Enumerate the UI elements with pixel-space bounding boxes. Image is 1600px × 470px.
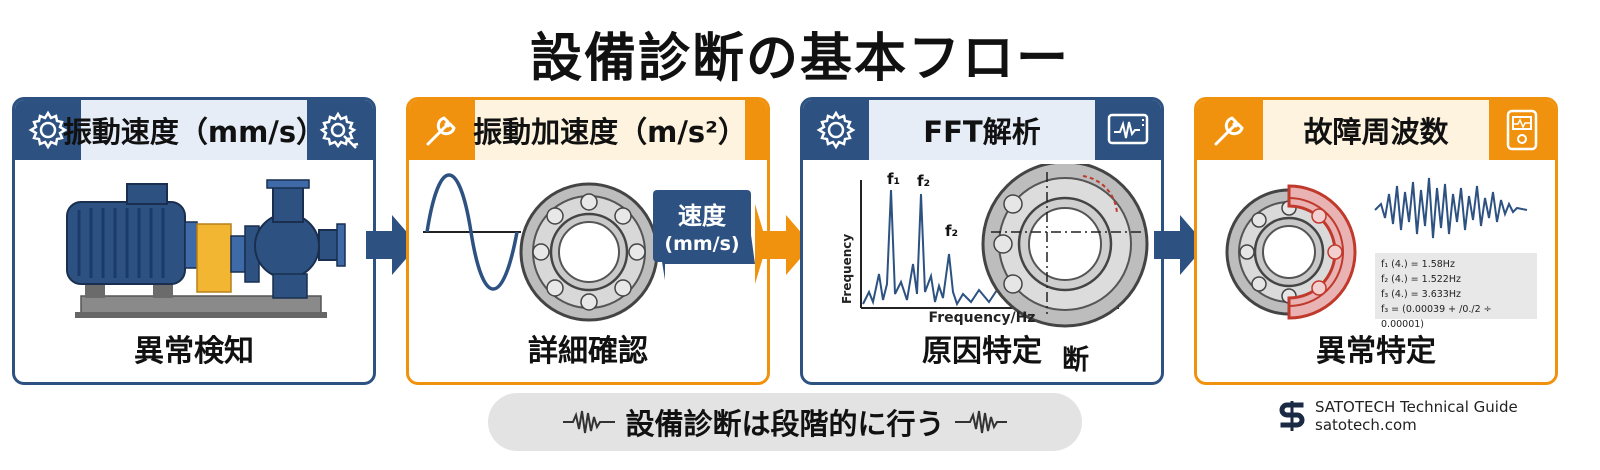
panel-header-label: 振動速度（mm/s）: [63, 100, 325, 160]
panel-label: 異常特定: [1316, 334, 1436, 369]
flow-arrow-icon: [760, 215, 812, 275]
formula-line: f₁ (4.) = 1.58Hz: [1381, 259, 1455, 270]
fft-y-label: Frequency: [840, 234, 854, 304]
waveform-icon: [563, 410, 616, 434]
flow-arrow-icon: [1154, 215, 1206, 275]
wrench-icon: [1197, 100, 1263, 160]
fft-x-label: Frequency/Hz: [928, 310, 1036, 326]
formula-box: f₁ (4.) = 1.58Hz f₂ (4.) = 1.522Hz f₃ (4…: [1375, 253, 1537, 330]
brand-url[interactable]: satotech.com: [1315, 416, 1417, 434]
panel-header: 故障周波数: [1197, 100, 1555, 160]
panel-header-label: 振動加速度（m/s²）: [473, 100, 747, 160]
extra-character: 断: [1062, 345, 1089, 376]
velocity-badge: 速度 (mm/s): [653, 190, 751, 262]
wrench-icon: [409, 100, 475, 160]
peak-label-f2-second: f₂: [945, 222, 958, 240]
panel-header: FFT解析: [803, 100, 1161, 160]
bottom-banner: 設備診断は段階的に行う: [488, 393, 1082, 451]
fft-spectrum-illustration: Frequency f₁ f₂ f₂: [803, 160, 1161, 344]
motor-pump-illustration: [15, 164, 373, 344]
formula-line: f₃ = (0.00039 + /0./2 ÷ 0.00001): [1381, 304, 1492, 330]
brand-logo-icon: [1279, 401, 1305, 431]
gear-icon: [15, 100, 81, 160]
waveform-icon: [954, 410, 1007, 434]
panel-label: 原因特定: [922, 334, 1042, 369]
bottom-banner-text: 設備診断は段階的に行う: [625, 407, 945, 441]
badge-line-1: 速度: [678, 202, 726, 230]
step-panel-fault-frequency: 故障周波数: [1194, 97, 1558, 385]
peak-label-f1: f₁: [887, 170, 900, 188]
formula-line: f₃ (4.) = 3.633Hz: [1381, 289, 1461, 300]
meter-icon: [1489, 100, 1555, 160]
panel-header: 振動速度（mm/s）: [15, 100, 373, 160]
step-panel-vibration-acceleration: 振動加速度（m/s²） 詳細確認: [406, 97, 770, 385]
panel-label: 詳細確認: [528, 334, 648, 369]
monitor-waveform-icon: [1095, 100, 1161, 160]
step-panel-vibration-velocity: 振動速度（mm/s）: [12, 97, 376, 385]
panel-label: 異常検知: [134, 334, 254, 369]
bearing-waveform-illustration: [1197, 164, 1555, 344]
panel-header-label: FFT解析: [869, 100, 1095, 160]
flow-arrow-icon: [366, 215, 418, 275]
gear-wrench-icon: [307, 100, 373, 160]
peak-label-f2: f₂: [917, 172, 930, 190]
panel-header: 振動加速度（m/s²）: [409, 100, 767, 160]
sine-bearing-illustration: [409, 164, 767, 344]
page-title: 設備診断の基本フロー: [529, 29, 1070, 89]
formula-line: f₂ (4.) = 1.522Hz: [1381, 274, 1461, 285]
panel-header-label: 故障周波数: [1263, 100, 1489, 160]
step-panel-fft-analysis: FFT解析 Frequency f₁ f₂ f₂: [800, 97, 1164, 385]
brand-block: SATOTECH Technical Guide satotech.com: [1277, 398, 1518, 434]
badge-line-2: (mm/s): [664, 233, 740, 255]
brand-name: SATOTECH Technical Guide: [1315, 398, 1518, 416]
gear-icon: [803, 100, 869, 160]
